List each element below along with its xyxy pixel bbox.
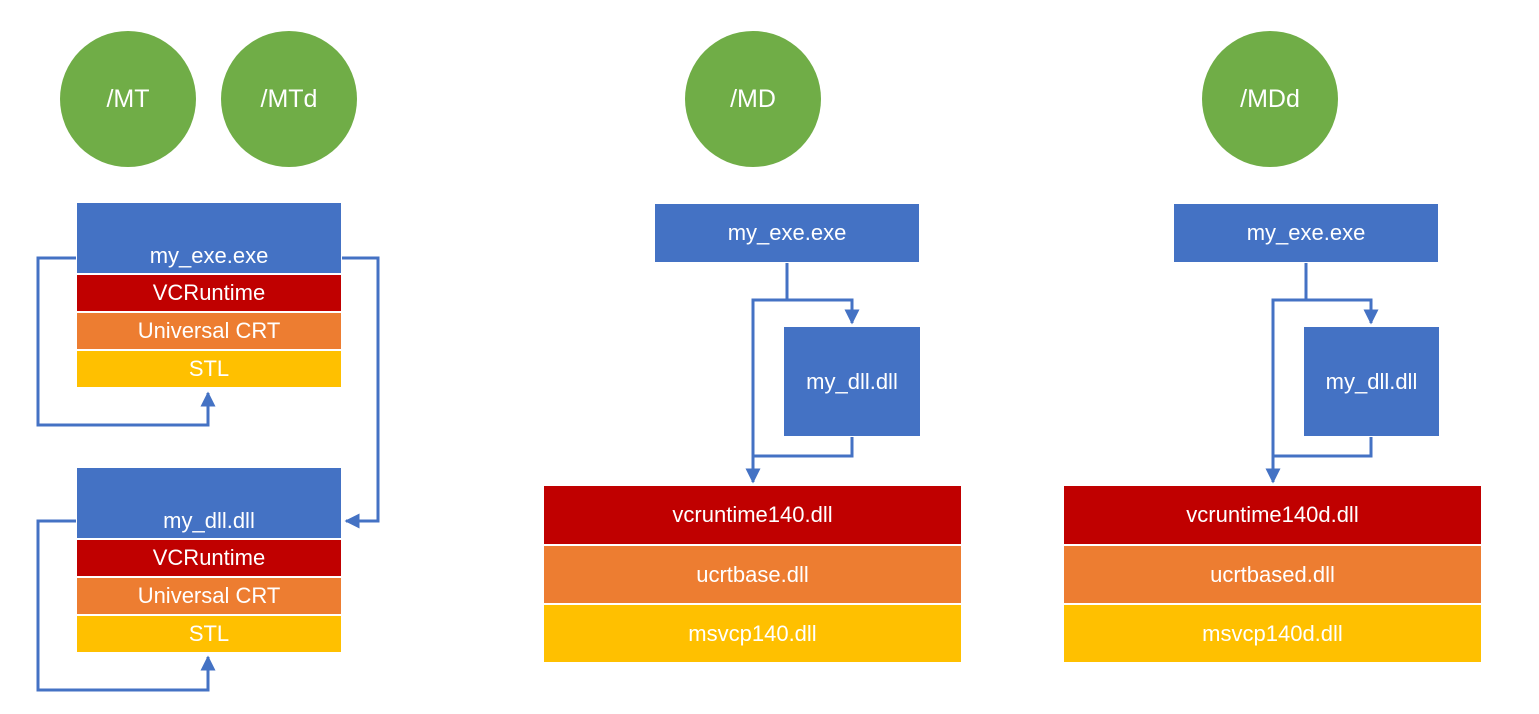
static-exe-box: my_exe.exe (76, 202, 342, 274)
md-exe-to-dll-arrow (785, 263, 860, 325)
static-dll-vcruntime: VCRuntime (76, 539, 342, 577)
md-option-circle: /MD (685, 31, 821, 167)
static-dll-box: my_dll.dll (76, 467, 342, 539)
mdd-exe-box: my_exe.exe (1173, 203, 1439, 263)
md-dll-box: my_dll.dll (783, 326, 921, 437)
mdd-exe-to-dll-arrow (1304, 263, 1379, 325)
exe-to-exe-stl-arrow (36, 256, 216, 427)
static-dll-stl: STL (76, 615, 342, 653)
md-exe-to-crt-arrow (745, 298, 787, 484)
mdd-msvcp-dll: msvcp140d.dll (1063, 604, 1482, 663)
md-exe-box: my_exe.exe (654, 203, 920, 263)
md-ucrtbase-dll: ucrtbase.dll (543, 545, 962, 604)
mdd-vcruntime-dll: vcruntime140d.dll (1063, 485, 1482, 545)
mdd-exe-to-crt-arrow (1265, 298, 1306, 484)
md-msvcp-dll: msvcp140.dll (543, 604, 962, 663)
md-vcruntime-dll: vcruntime140.dll (543, 485, 962, 545)
exe-to-dll-arrow (342, 256, 380, 529)
static-dll-ucrt: Universal CRT (76, 577, 342, 615)
dll-to-dll-stl-arrow (36, 519, 216, 692)
mdd-ucrtbased-dll: ucrtbased.dll (1063, 545, 1482, 604)
mt-option-circle: /MT (60, 31, 196, 167)
mdd-option-circle: /MDd (1202, 31, 1338, 167)
static-exe-stl: STL (76, 350, 342, 388)
md-dll-to-crt-line (753, 437, 854, 458)
static-exe-ucrt: Universal CRT (76, 312, 342, 350)
mdd-dll-to-crt-line (1273, 437, 1373, 458)
static-exe-vcruntime: VCRuntime (76, 274, 342, 312)
mtd-option-circle: /MTd (221, 31, 357, 167)
mdd-dll-box: my_dll.dll (1303, 326, 1440, 437)
